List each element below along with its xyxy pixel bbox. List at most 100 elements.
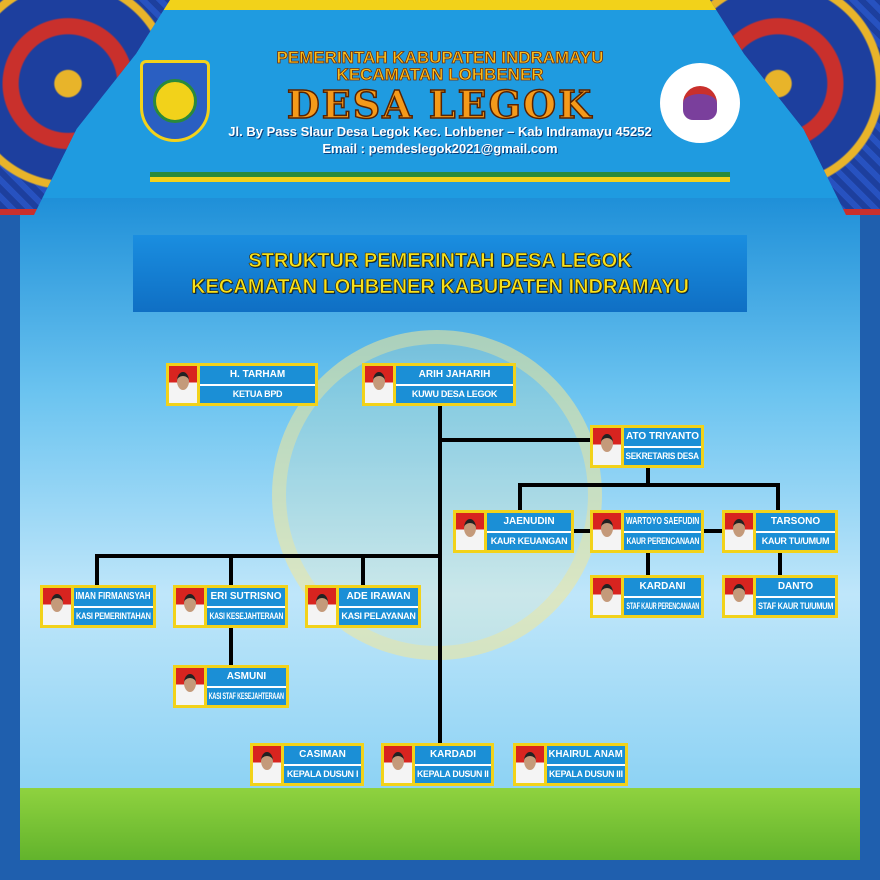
member-name-cell: IMAN FIRMANSYAH	[74, 588, 153, 608]
connector-line	[518, 483, 780, 487]
connector-line	[438, 438, 650, 442]
member-name: KARDANI	[639, 581, 686, 593]
member-role: KASI PEMERINTAHAN	[76, 611, 151, 622]
member-role: KUWU DESA LEGOK	[411, 389, 498, 400]
member-name-cell: ERI SUTRISNO	[207, 588, 285, 608]
connector-line	[778, 552, 782, 575]
member-role: KAUR KEUANGAN	[490, 536, 568, 547]
member-name-cell: H. TARHAM	[200, 366, 315, 386]
member-photo	[253, 746, 281, 783]
member-photo	[725, 513, 753, 550]
member-role-cell: KASI PEMERINTAHAN	[74, 607, 153, 625]
header-regency: PEMERINTAH KABUPATEN INDRAMAYU	[276, 48, 604, 68]
connector-line	[776, 483, 780, 510]
member-card-casiman: CASIMAN KEPALA DUSUN I	[250, 743, 364, 786]
connector-line	[95, 554, 99, 585]
member-photo	[593, 428, 621, 465]
member-name: H. TARHAM	[229, 369, 286, 381]
member-name-cell: DANTO	[756, 578, 835, 598]
member-role-cell: KASI STAF KESEJAHTERAAN	[207, 687, 286, 705]
member-role-cell: KEPALA DUSUN II	[415, 765, 491, 783]
member-name: ARIH JAHARIH	[418, 369, 491, 381]
member-card-ade: ADE IRAWAN KASI PELAYANAN	[305, 585, 421, 628]
member-name-cell: CASIMAN	[284, 746, 361, 766]
member-name: WARTOYO SAEFUDIN	[625, 516, 700, 528]
member-role: KEPALA DUSUN II	[417, 769, 489, 780]
member-name-cell: ADE IRAWAN	[339, 588, 418, 608]
member-name-cell: ATO TRIYANTO	[624, 428, 701, 448]
connector-line	[518, 483, 522, 510]
grass-ground	[20, 788, 860, 860]
member-role-cell: STAF KAUR TU/UMUM	[756, 597, 835, 615]
member-name: ATO TRIYANTO	[626, 431, 699, 443]
header-email: Email : pemdeslegok2021@gmail.com	[322, 141, 558, 156]
connector-line	[704, 529, 722, 533]
member-photo	[176, 588, 204, 625]
chart-title-line2: KECAMATAN LOHBENER KABUPATEN INDRAMAYU	[191, 275, 689, 298]
member-role-cell: SEKRETARIS DESA	[624, 447, 701, 465]
member-role-cell: KASI KESEJAHTERAAN	[207, 607, 285, 625]
member-role: STAF KAUR PERENCANAAN	[626, 601, 699, 612]
member-role: KASI KESEJAHTERAAN	[209, 611, 283, 622]
connector-line	[361, 554, 365, 585]
header-stripe-top	[150, 0, 730, 10]
member-role-cell: STAF KAUR PERENCANAAN	[624, 597, 701, 615]
member-role: STAF KAUR TU/UMUM	[757, 601, 834, 612]
member-role-cell: KEPALA DUSUN I	[284, 765, 361, 783]
header-district: KECAMATAN LOHBENER	[336, 65, 544, 85]
connector-line	[646, 552, 650, 575]
member-name: TARSONO	[770, 516, 821, 528]
connector-line	[574, 529, 590, 533]
member-card-kardadi: KARDADI KEPALA DUSUN II	[381, 743, 494, 786]
member-card-danto: DANTO STAF KAUR TU/UMUM	[722, 575, 838, 618]
member-name: ERI SUTRISNO	[210, 591, 282, 603]
ministry-logo	[660, 63, 740, 143]
header-band: PEMERINTAH KABUPATEN INDRAMAYU KECAMATAN…	[0, 0, 880, 215]
member-name: JAENUDIN	[503, 516, 555, 528]
member-name-cell: ASMUNI	[207, 668, 286, 688]
indramayu-regency-logo	[140, 60, 210, 142]
member-photo	[456, 513, 484, 550]
connector-line	[646, 466, 650, 486]
member-role: KASI PELAYANAN	[341, 611, 416, 622]
member-photo	[365, 366, 393, 403]
member-role: KEPALA DUSUN I	[286, 769, 359, 780]
member-photo	[593, 578, 621, 615]
member-name-cell: JAENUDIN	[487, 513, 571, 533]
member-role-cell: KAUR KEUANGAN	[487, 532, 571, 550]
member-name-cell: WARTOYO SAEFUDIN	[624, 513, 701, 533]
member-role-cell: KUWU DESA LEGOK	[396, 385, 513, 403]
member-photo	[593, 513, 621, 550]
member-name-cell: KARDANI	[624, 578, 701, 598]
member-photo	[384, 746, 412, 783]
connector-line	[229, 554, 233, 585]
header-address: Jl. By Pass Slaur Desa Legok Kec. Lohben…	[228, 124, 652, 139]
member-photo	[176, 668, 204, 705]
member-name: KARDADI	[429, 749, 477, 761]
member-name-cell: KARDADI	[415, 746, 491, 766]
member-photo	[43, 588, 71, 625]
member-role-cell: KEPALA DUSUN III	[547, 765, 625, 783]
member-role-cell: KAUR TU/UMUM	[756, 532, 835, 550]
member-card-jaenudin: JAENUDIN KAUR KEUANGAN	[453, 510, 574, 553]
member-role-cell: KETUA BPD	[200, 385, 315, 403]
member-card-kardani: KARDANI STAF KAUR PERENCANAAN	[590, 575, 704, 618]
member-role: KAUR TU/UMUM	[761, 536, 830, 547]
member-photo	[169, 366, 197, 403]
chart-title-line1: STRUKTUR PEMERINTAH DESA LEGOK	[248, 249, 632, 272]
member-card-arih: ARIH JAHARIH KUWU DESA LEGOK	[362, 363, 516, 406]
member-name-cell: ARIH JAHARIH	[396, 366, 513, 386]
member-role: KETUA BPD	[232, 389, 283, 400]
member-card-tarsono: TARSONO KAUR TU/UMUM	[722, 510, 838, 553]
member-role-cell: KAUR PERENCANAAN	[624, 532, 701, 550]
member-name-cell: KHAIRUL ANAM	[547, 746, 625, 766]
member-photo	[725, 578, 753, 615]
connector-line	[229, 628, 233, 665]
member-role-cell: KASI PELAYANAN	[339, 607, 418, 625]
chart-title-box: STRUKTUR PEMERINTAH DESA LEGOK KECAMATAN…	[133, 235, 747, 312]
member-photo	[308, 588, 336, 625]
member-name: DANTO	[777, 581, 814, 593]
connector-line	[438, 406, 442, 747]
